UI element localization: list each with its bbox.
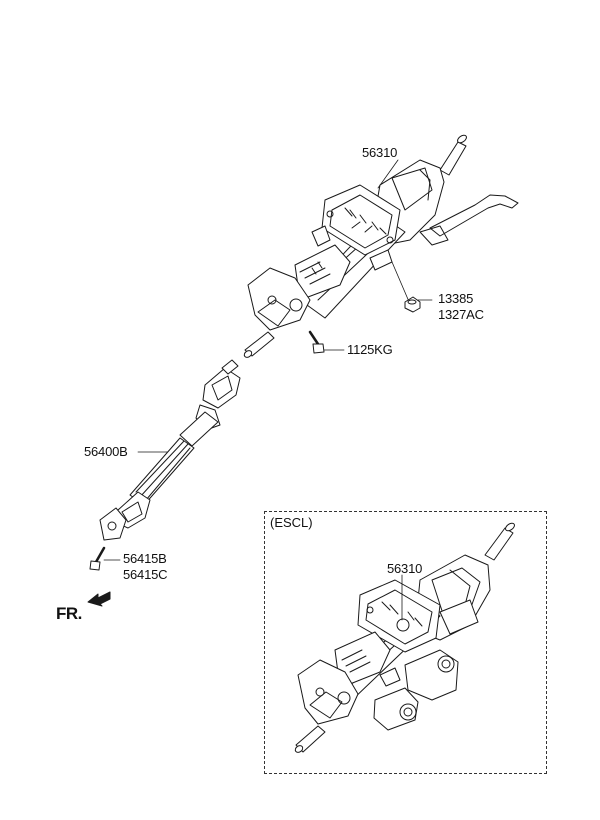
escl-steering-column-assembly xyxy=(294,522,515,753)
label-bolt-b: 1327AC xyxy=(438,307,484,322)
label-shaft-assy: 56400B xyxy=(84,444,128,459)
joint-bolt-icon xyxy=(89,546,106,571)
front-arrow-icon xyxy=(87,591,111,607)
label-column-assy: 56310 xyxy=(362,145,398,160)
label-joint-bolt-b: 56415C xyxy=(123,567,168,582)
label-bolt-a: 13385 xyxy=(438,291,474,306)
steering-column-assembly xyxy=(243,134,519,358)
label-joint-bolt-a: 56415B xyxy=(123,551,167,566)
nut-icon xyxy=(404,296,421,313)
escl-inset-frame xyxy=(264,511,547,774)
label-inset-column-assy: 56310 xyxy=(387,561,423,576)
leader-lines xyxy=(103,159,433,561)
intermediate-shaft-assembly xyxy=(99,359,241,541)
label-bolt-c: 1125KG xyxy=(347,342,393,357)
front-marker-label: FR. xyxy=(56,604,82,623)
bolt-icon xyxy=(308,330,325,354)
inset-title: (ESCL) xyxy=(270,515,313,530)
